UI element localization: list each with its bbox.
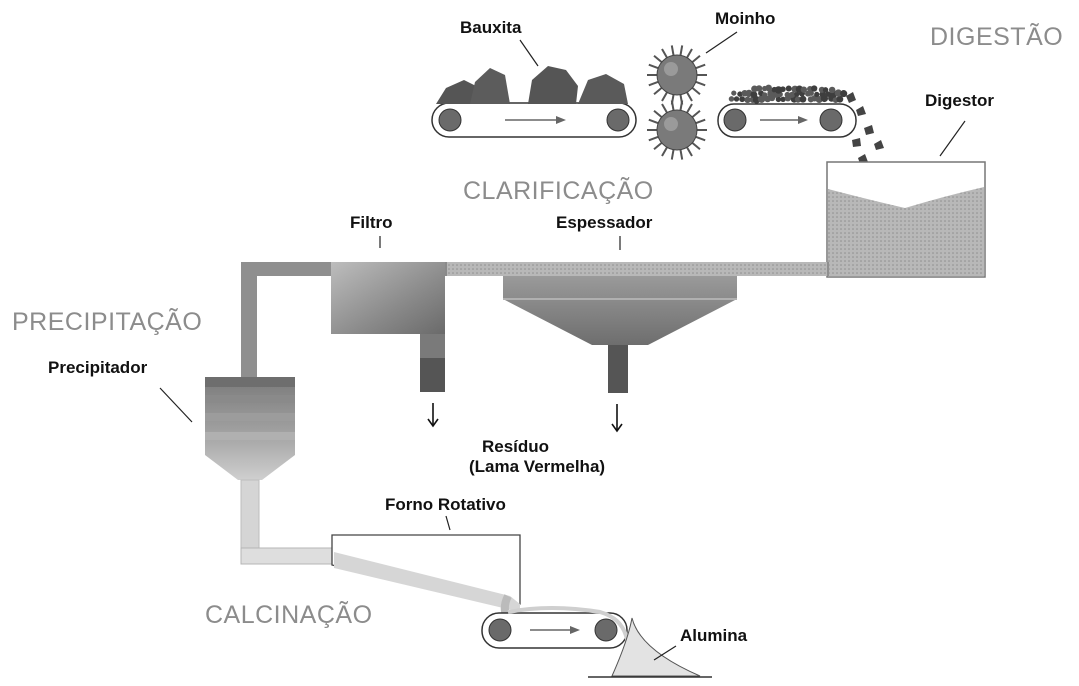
digester-tank [826,161,986,278]
stage-precipitacao: PRECIPITAÇÃO [12,307,202,336]
rotary-kiln [240,534,521,627]
ore-particle [799,95,807,103]
leader-digestor [939,120,966,157]
bauxite-conveyor [431,102,637,138]
thickener-unit [503,276,737,393]
label-alumina: Alumina [680,626,748,645]
ore-particle [800,86,808,93]
label-forno-rotativo: Forno Rotativo [385,495,506,514]
ore-particle [755,85,763,92]
leader-forno-rotativo [445,515,451,531]
bauxite-rocks [436,66,628,104]
ore-particle [825,91,831,97]
label-residuo-line1: Resíduo [482,437,549,456]
residue-arrow-thickener [611,404,623,433]
leader-alumina [653,645,677,661]
crushed-ore-conveyor [717,103,857,138]
label-moinho: Moinho [715,9,775,28]
ore-particle [780,86,786,93]
residue-arrow-filter [427,403,439,428]
ore-particle [775,96,782,103]
label-precipitador: Precipitador [48,358,148,377]
ore-particle [811,85,818,92]
ore-particle [788,91,796,98]
ore-particle [834,89,843,97]
ore-particle [750,91,758,99]
label-espessador: Espessador [556,213,653,232]
ore-particle [780,96,786,102]
leader-bauxita [519,39,539,67]
stage-clarificacao: CLARIFICAÇÃO [463,176,654,205]
label-residuo-line2: (Lama Vermelha) [469,457,605,476]
ore-particle [762,92,768,98]
label-filtro: Filtro [350,213,393,232]
stage-calcinacao: CALCINAÇÃO [205,600,373,629]
ore-particle [828,86,836,94]
filter-unit [331,262,447,392]
mill-icon [647,45,707,160]
ore-particle [785,85,792,92]
stage-digestao: DIGESTÃO [930,22,1063,51]
ore-particle [733,96,740,102]
ore-particle [739,96,746,103]
leader-moinho [705,31,738,54]
ore-particle [794,91,800,97]
leader-precipitador [159,387,193,423]
crushed-ore-pile [728,84,848,104]
ore-particle [836,95,844,103]
ore-particle [728,96,735,102]
ore-particle [840,90,848,98]
ore-particle [731,90,737,96]
ore-particle [744,96,751,104]
ore-particle [784,91,791,98]
label-digestor: Digestor [925,91,994,110]
ore-particle [814,91,820,98]
ore-particle [737,91,743,97]
ore-particle [822,87,829,93]
ore-particle [765,84,772,92]
precipitator-tank [205,377,295,564]
ore-particle [794,96,802,103]
label-bauxita: Bauxita [460,18,522,37]
alumina-pile [588,617,712,678]
alumina-conveyor [481,606,630,651]
